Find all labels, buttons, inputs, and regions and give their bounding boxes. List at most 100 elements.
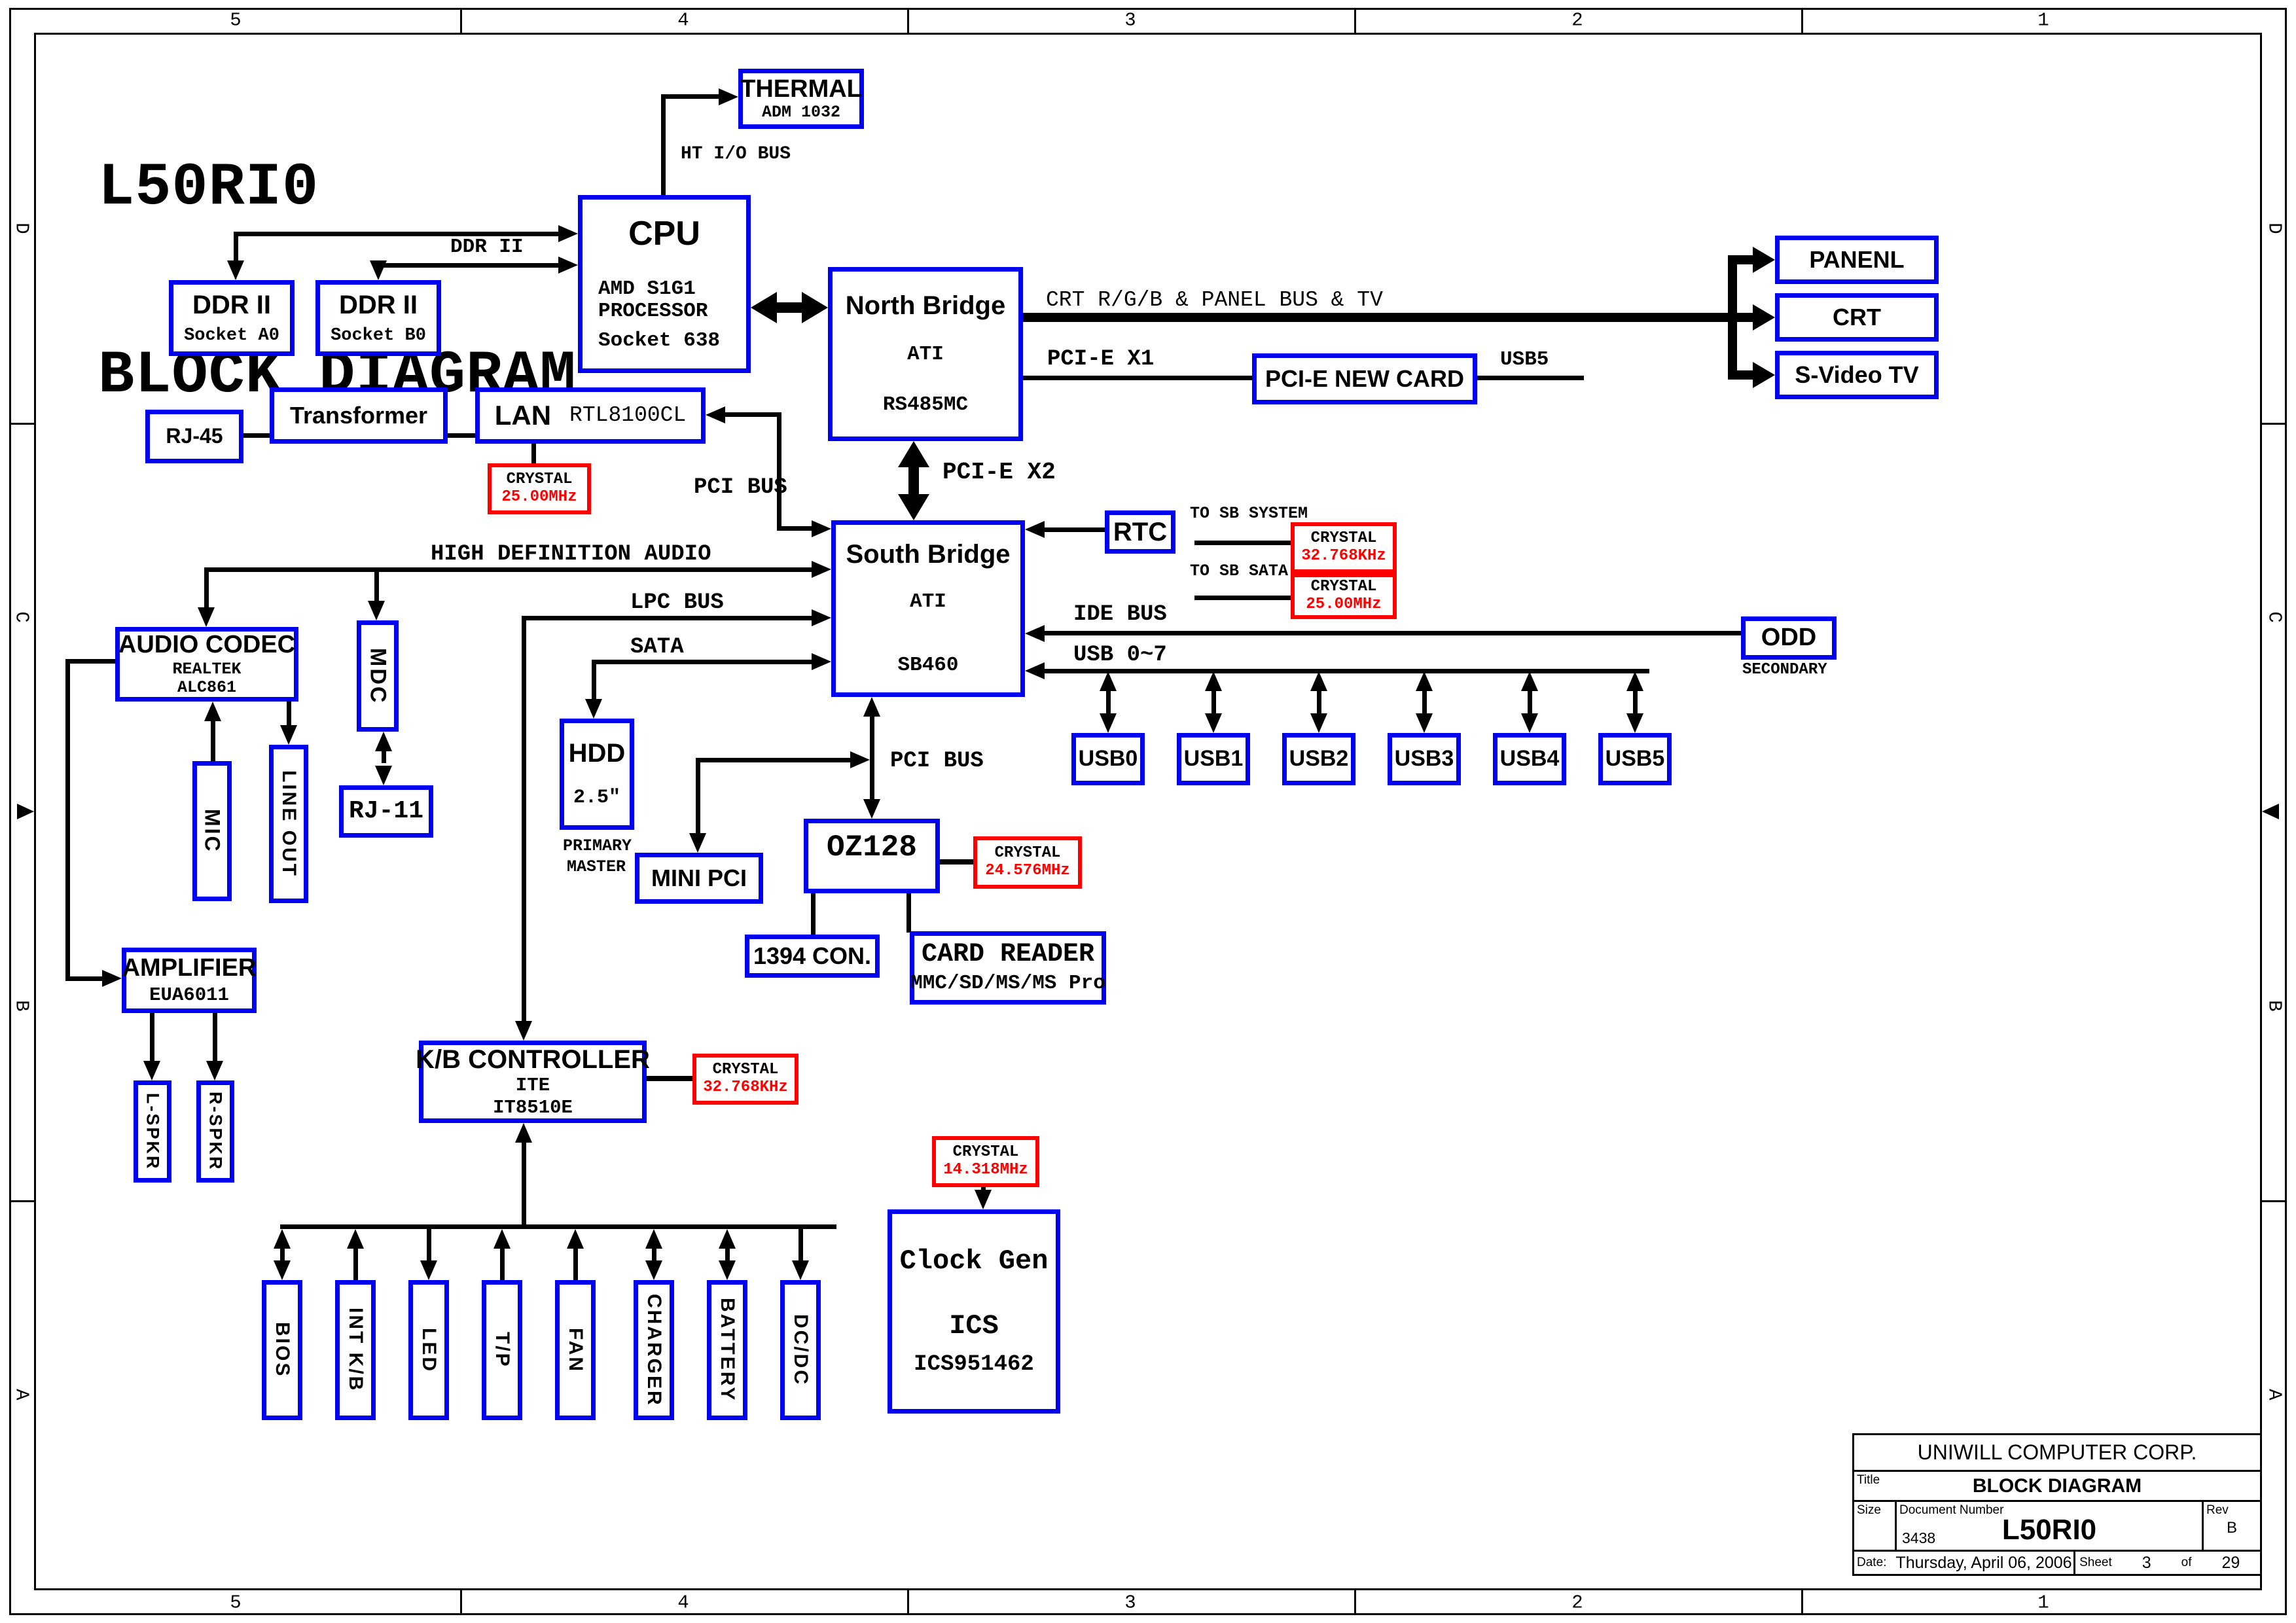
block-label: CRT: [1833, 304, 1881, 331]
arrowhead: [585, 699, 602, 719]
wire: [1633, 685, 1638, 715]
block-l-spkr: L-SPKR: [134, 1080, 171, 1183]
wire: [1422, 685, 1427, 715]
block-fan: FAN: [555, 1280, 596, 1420]
arrowhead: [1205, 671, 1222, 691]
wire: [1732, 313, 1757, 322]
arrowhead: [689, 833, 706, 853]
block-label: ODD: [1761, 624, 1817, 652]
block-label: AUDIO CODEC: [118, 631, 296, 659]
block-label: DC/DC: [790, 1314, 812, 1386]
arrowhead: [812, 653, 831, 670]
block-label: ATI: [910, 590, 946, 614]
arrowhead: [375, 732, 392, 751]
zone-divider: [460, 1590, 462, 1615]
block-line-out: LINE OUT: [269, 745, 308, 903]
zone-divider: [1801, 8, 1803, 33]
block-label: ITE: [515, 1074, 550, 1096]
document-number: 3438: [1902, 1529, 1936, 1547]
block-label: DDR II: [339, 290, 418, 319]
block-label: RJ-45: [166, 424, 223, 448]
block-label: 14.318MHz: [943, 1161, 1028, 1179]
zone-letter-right: C: [2263, 611, 2286, 623]
zone-number-top: 4: [677, 9, 689, 31]
arrowhead: [1753, 304, 1775, 330]
wire: [65, 659, 115, 664]
block-label: LED: [418, 1327, 440, 1373]
block-tp: T/P: [482, 1280, 522, 1420]
title-block-company: UNIWILL COMPUTER CORP.: [1917, 1440, 2197, 1464]
label-odd-secondary: SECONDARY: [1742, 661, 1827, 679]
wire: [1022, 313, 1737, 322]
block-label: INT K/B: [345, 1308, 367, 1393]
block-label: MIC: [200, 809, 224, 853]
arrowhead: [274, 1229, 291, 1249]
arrowhead: [375, 766, 392, 785]
arrowhead: [792, 1260, 809, 1280]
sheet-title: BLOCK DIAGRAM: [1972, 1474, 2142, 1497]
arrowhead: [645, 1260, 662, 1280]
wire: [353, 1243, 358, 1280]
block-label: USB4: [1499, 746, 1560, 772]
arrowhead: [1310, 713, 1327, 733]
arrowhead: [812, 520, 831, 537]
block-usb0: USB0: [1071, 733, 1145, 785]
title-block: UNIWILL COMPUTER CORP. Title BLOCK DIAGR…: [1852, 1433, 2262, 1576]
block-label: PCI-E NEW CARD: [1265, 365, 1464, 393]
arrowhead: [370, 260, 387, 280]
rev-cell: Rev B: [2202, 1502, 2260, 1550]
block-label: ICS: [949, 1310, 999, 1342]
block-mic: MIC: [192, 761, 232, 901]
frame-outer: [9, 8, 2287, 1615]
wire: [204, 569, 209, 610]
wire: [592, 660, 812, 664]
date-label: Date:: [1857, 1556, 1887, 1569]
arrowhead: [143, 1061, 160, 1080]
wire: [652, 1243, 656, 1263]
arrowhead: [850, 751, 870, 768]
label-lpc-bus: LPC BUS: [630, 590, 724, 615]
arrowhead: [274, 1260, 291, 1280]
block-label: CRYSTAL: [506, 471, 573, 489]
wire: [448, 433, 475, 438]
zone-divider: [2262, 1200, 2287, 1202]
block-usb2: USB2: [1282, 733, 1355, 785]
arrowhead: [206, 1061, 223, 1080]
block-label: MINI PCI: [651, 865, 747, 892]
zone-letter-right: D: [2263, 223, 2286, 234]
wire: [150, 1013, 154, 1063]
wire: [280, 1243, 285, 1263]
block-label: BIOS: [272, 1322, 293, 1378]
document-name: L50RI0: [2001, 1514, 2097, 1546]
wire: [906, 892, 911, 933]
zone-divider: [907, 8, 909, 33]
arrowhead: [1205, 713, 1222, 733]
arrowhead: [719, 88, 738, 105]
block-label: ALC861: [177, 677, 236, 697]
wire: [1528, 685, 1532, 715]
wire: [1732, 255, 1757, 264]
block-label: USB5: [1605, 746, 1665, 772]
arrowhead: [1100, 671, 1117, 691]
block-label: USB3: [1394, 746, 1454, 772]
block-label: CARD READER: [921, 940, 1095, 970]
arrowhead: [368, 601, 385, 620]
arrowhead: [1626, 713, 1643, 733]
wire: [777, 526, 812, 531]
sheet-number: 3: [2142, 1553, 2151, 1572]
label-sata-bus: SATA: [630, 635, 684, 660]
wire: [204, 567, 812, 572]
label-usb5-bus: USB5: [1500, 348, 1549, 371]
label-pcie-x1: PCI-E X1: [1047, 347, 1155, 372]
title-block-date-row: Date: Thursday, April 06, 2006 Sheet 3 o…: [1854, 1550, 2260, 1574]
zone-letter-left: A: [10, 1389, 33, 1400]
arrowhead: [751, 292, 777, 323]
zone-divider: [907, 1590, 909, 1615]
